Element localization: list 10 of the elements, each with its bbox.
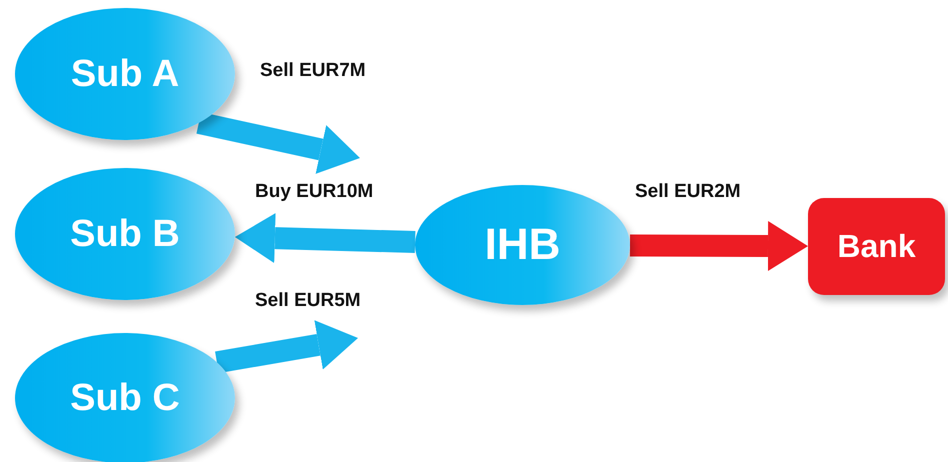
- block-arrow: [215, 320, 358, 374]
- block-arrow: [234, 213, 416, 264]
- node-label: Sub C: [70, 376, 180, 420]
- block-arrow: [196, 112, 360, 174]
- node-label: IHB: [484, 220, 560, 270]
- block-arrow: [630, 221, 808, 271]
- node-label: Sub A: [70, 52, 180, 96]
- node-label: Sub B: [70, 212, 180, 256]
- node-label: Bank: [837, 228, 916, 265]
- entity-box: [808, 198, 945, 295]
